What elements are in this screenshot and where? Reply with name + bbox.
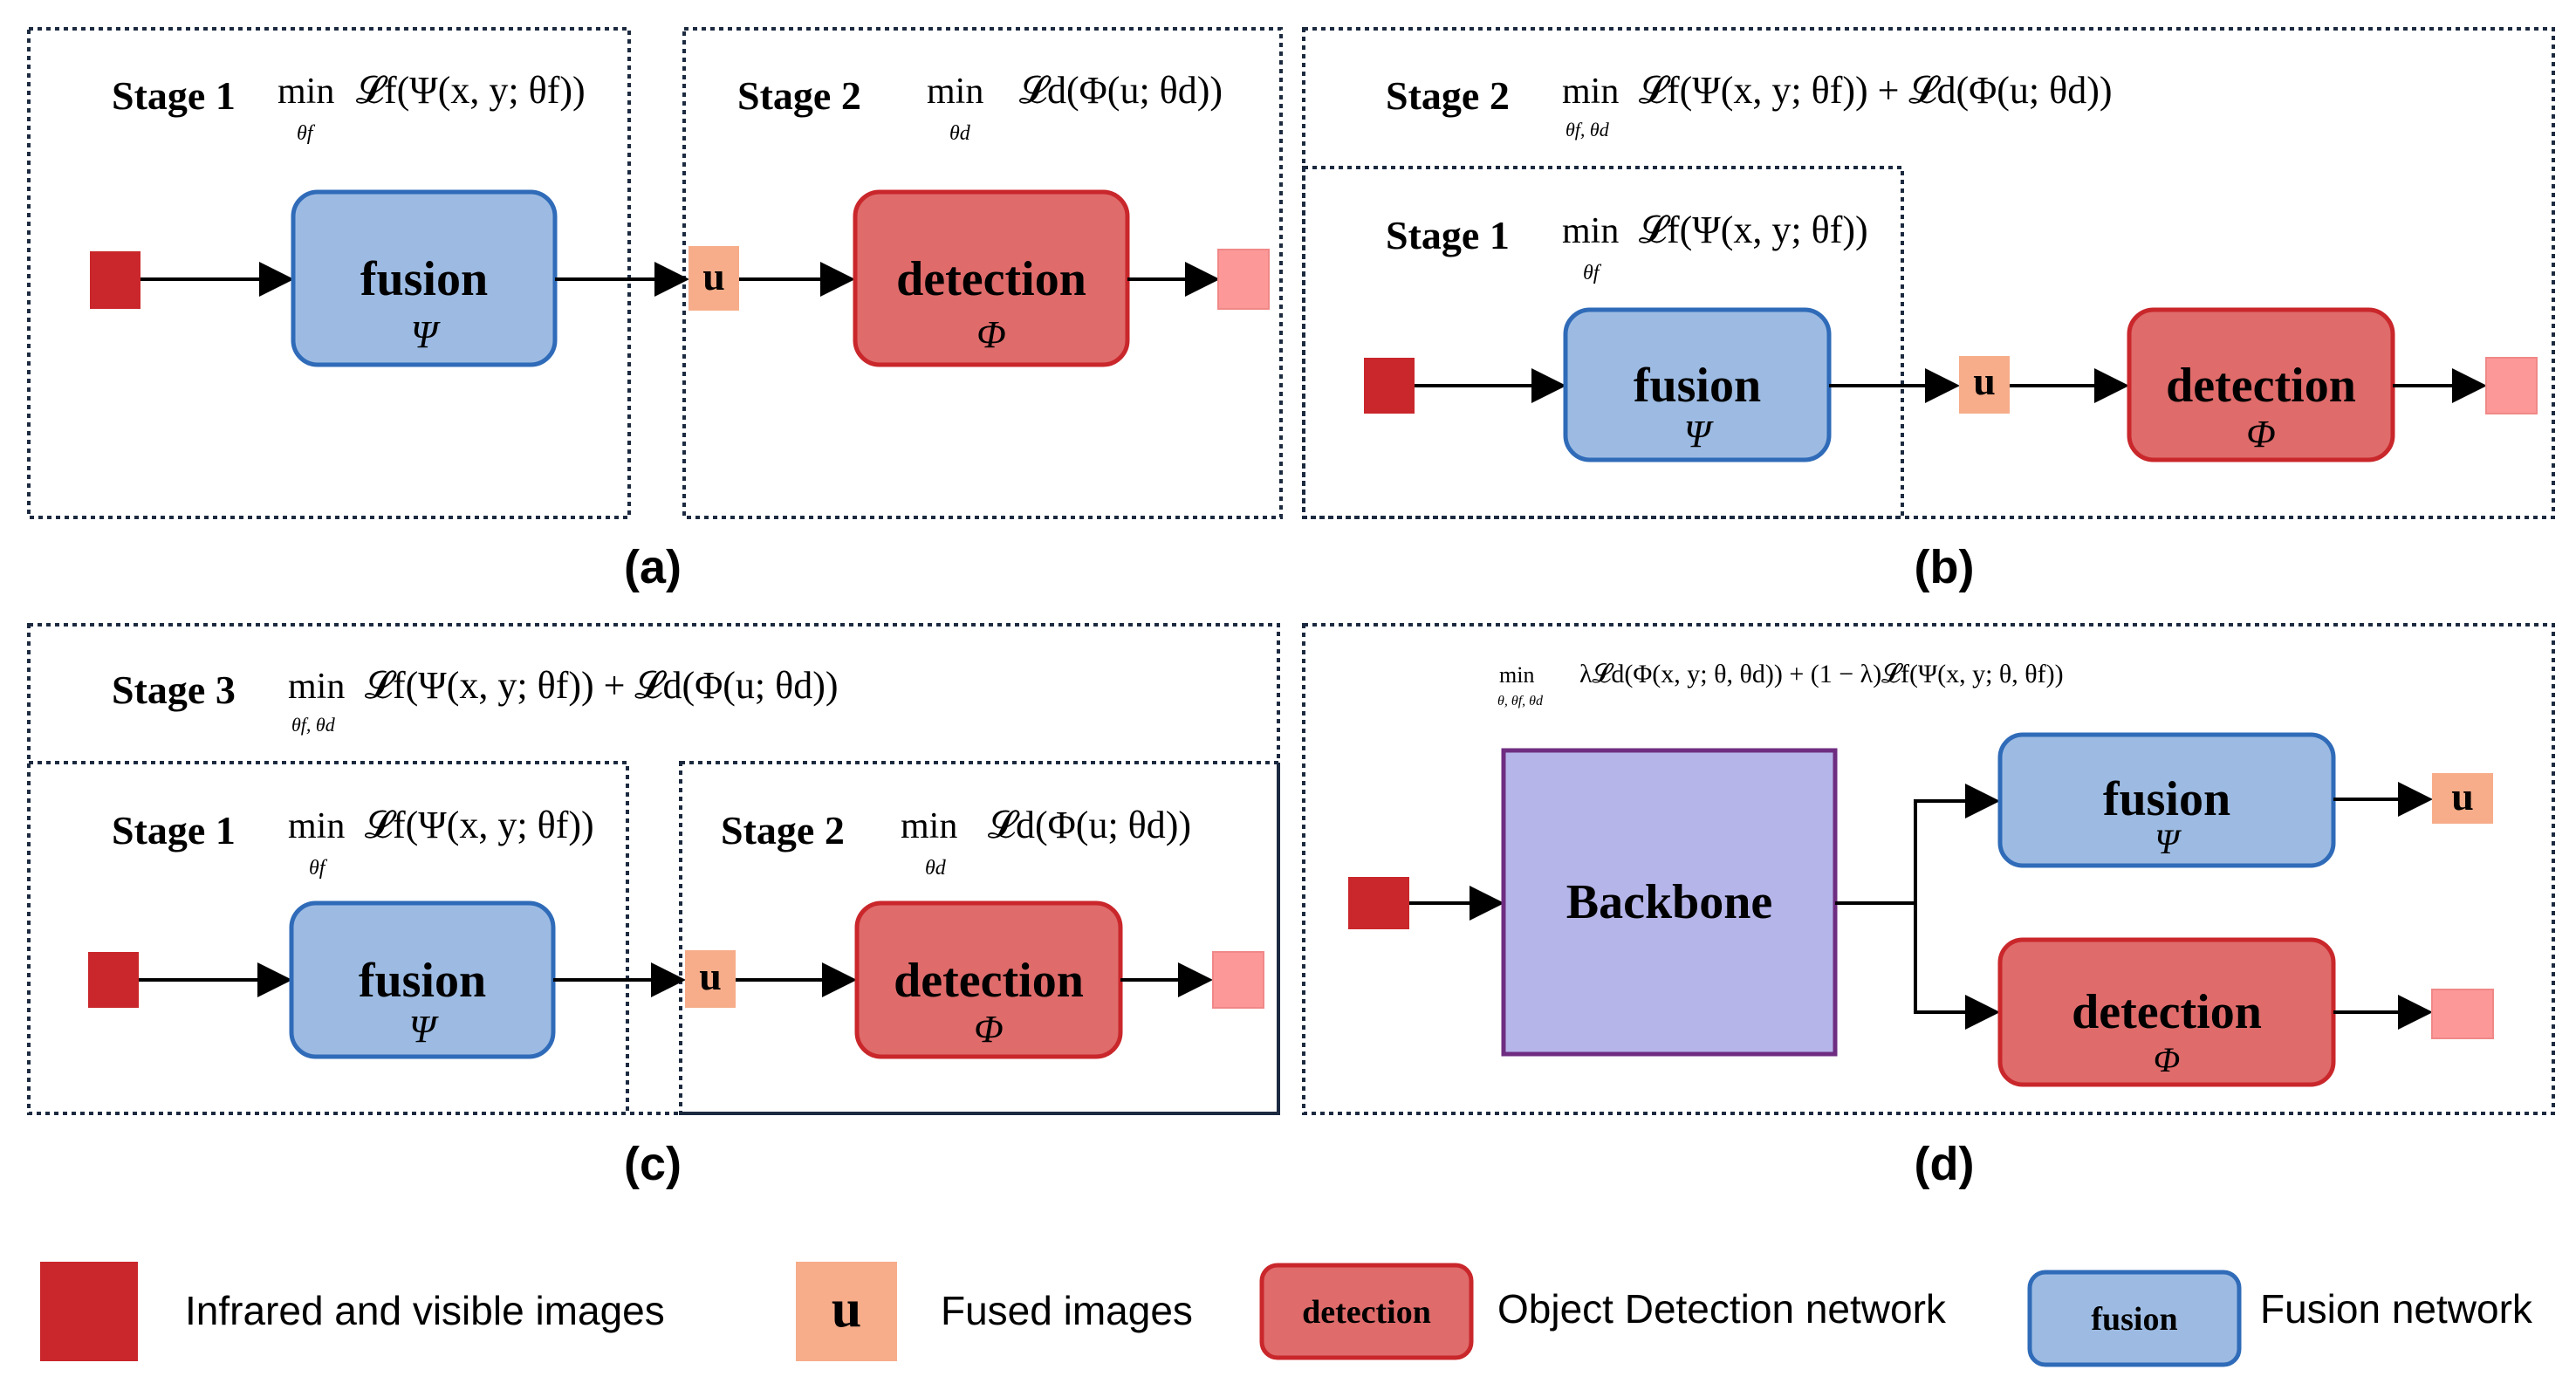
stage-frame <box>1302 166 1904 519</box>
formula-subscript: θf, θd <box>291 714 336 736</box>
panel-d: min θ, θf, θd λ𝓛d(Φ(x, y; θ, θd)) + (1 −… <box>1302 623 2555 1190</box>
legend-input-swatch <box>40 1262 138 1361</box>
stage-frame <box>27 27 631 519</box>
fused-image-node <box>689 246 739 311</box>
detection-block-title: detection <box>896 252 1086 306</box>
detection-block-title: detection <box>2072 985 2262 1039</box>
legend-detection-swatch-text: detection <box>1302 1294 1431 1331</box>
fusion-block-title: fusion <box>2103 772 2230 826</box>
output-node <box>1212 951 1264 1009</box>
legend-fusion-swatch-text: fusion <box>2091 1301 2177 1338</box>
formula-min: min <box>901 806 957 846</box>
formula-subscript: θf <box>1583 262 1602 284</box>
stage-label: Stage 2 <box>1386 73 1510 118</box>
panel-caption: (d) <box>1915 1138 1975 1190</box>
stage-label: Stage 3 <box>112 668 236 712</box>
legend-detection-swatch <box>1259 1263 1474 1360</box>
fused-image-node <box>2432 773 2493 824</box>
legend-fusion-swatch <box>2027 1270 2242 1367</box>
formula-min: min <box>927 72 983 112</box>
fused-image-node <box>685 950 736 1008</box>
formula-subscript: θd <box>949 122 971 145</box>
input-image-node <box>88 952 139 1008</box>
formula-expression: 𝓛f(Ψ(x, y; θf)) + 𝓛d(Φ(u; θd)) <box>365 664 839 707</box>
formula-min: min <box>1562 211 1619 251</box>
detection-block-symbol: Φ <box>2154 1040 2180 1079</box>
stage-frame <box>682 27 1283 519</box>
formula-min: min <box>1499 662 1534 688</box>
stage-frame <box>27 761 629 1115</box>
fusion-block-symbol: Ψ <box>2155 822 2182 861</box>
backbone-label: Backbone <box>1566 875 1773 929</box>
legend-fused-symbol: u <box>832 1279 861 1339</box>
formula-subscript: θd <box>925 857 947 880</box>
output-node <box>1217 249 1270 310</box>
fusion-block-title: fusion <box>360 252 488 306</box>
detection-block-symbol: Φ <box>974 1008 1004 1051</box>
fused-image-symbol: u <box>2451 774 2474 818</box>
formula-expression: 𝓛f(Ψ(x, y; θf)) <box>365 804 594 846</box>
legend: Infrared and visible images u Fused imag… <box>40 1262 2533 1367</box>
formula-expression: 𝓛d(Φ(u; θd)) <box>988 804 1191 846</box>
stage-label: Stage 1 <box>1386 213 1510 257</box>
legend-fused-label: Fused images <box>941 1288 1193 1333</box>
panel-c: Stage 3 min θf, θd 𝓛f(Ψ(x, y; θf)) + 𝓛d(… <box>27 623 1280 1190</box>
input-image-node <box>90 251 140 309</box>
formula-subscript: θf <box>309 857 328 880</box>
stage-frame <box>679 761 1280 1115</box>
formula-expression: 𝓛d(Φ(u; θd)) <box>1019 69 1223 112</box>
formula-subscript: θf <box>297 122 316 145</box>
fused-image-symbol: u <box>699 954 722 998</box>
formula-min: min <box>277 72 334 112</box>
panel-b: Stage 2 min θf, θd 𝓛f(Ψ(x, y; θf)) + 𝓛d(… <box>1302 27 2555 593</box>
output-node <box>2431 989 2494 1039</box>
stage-frame <box>1302 623 2555 1115</box>
panel-a: Stage 1 min θf 𝓛f(Ψ(x, y; θf)) Stage 2 m… <box>27 27 1283 593</box>
formula-expression: λ𝓛d(Φ(x, y; θ, θd)) + (1 − λ)𝓛f(Ψ(x, y; … <box>1579 660 2064 688</box>
fusion-block-symbol: Ψ <box>1684 413 1715 455</box>
fusion-block-symbol: Ψ <box>409 1008 440 1051</box>
input-image-node <box>1364 358 1415 414</box>
detection-block-symbol: Φ <box>2246 413 2276 455</box>
detection-block-symbol: Φ <box>976 313 1006 356</box>
fusion-block-title: fusion <box>1634 359 1761 413</box>
formula-expression: 𝓛f(Ψ(x, y; θf)) <box>1639 209 1868 251</box>
fusion-block-symbol: Ψ <box>411 313 442 356</box>
formula-min: min <box>1562 72 1619 112</box>
backbone-block <box>1501 748 1838 1057</box>
panel-caption: (b) <box>1915 541 1975 593</box>
output-node <box>2485 357 2538 414</box>
formula-subscript: θf, θd <box>1565 119 1610 140</box>
stage-label: Stage 1 <box>112 73 236 118</box>
panel-caption: (a) <box>624 541 682 593</box>
formula-subscript: θ, θf, θd <box>1497 694 1544 709</box>
input-image-node <box>1348 877 1409 929</box>
fused-image-node <box>1959 356 2010 414</box>
formula-min: min <box>288 667 345 707</box>
formula-expression: 𝓛f(Ψ(x, y; θf)) + 𝓛d(Φ(u; θd)) <box>1639 69 2113 112</box>
fusion-block-title: fusion <box>359 954 486 1008</box>
detection-block-title: detection <box>894 954 1084 1008</box>
legend-input-label: Infrared and visible images <box>185 1288 665 1333</box>
formula-min: min <box>288 806 345 846</box>
detection-block-title: detection <box>2166 359 2356 413</box>
legend-fused-swatch <box>796 1262 897 1361</box>
fused-image-symbol: u <box>1973 359 1996 403</box>
formula-expression: 𝓛f(Ψ(x, y; θf)) <box>356 69 586 112</box>
fused-image-symbol: u <box>702 254 725 298</box>
stage-label: Stage 2 <box>737 73 861 118</box>
legend-detection-label: Object Detection network <box>1497 1286 1947 1332</box>
panel-caption: (c) <box>624 1138 682 1190</box>
stage-label: Stage 1 <box>112 808 236 852</box>
stage-label: Stage 2 <box>721 808 845 852</box>
legend-fusion-label: Fusion network <box>2260 1286 2533 1332</box>
